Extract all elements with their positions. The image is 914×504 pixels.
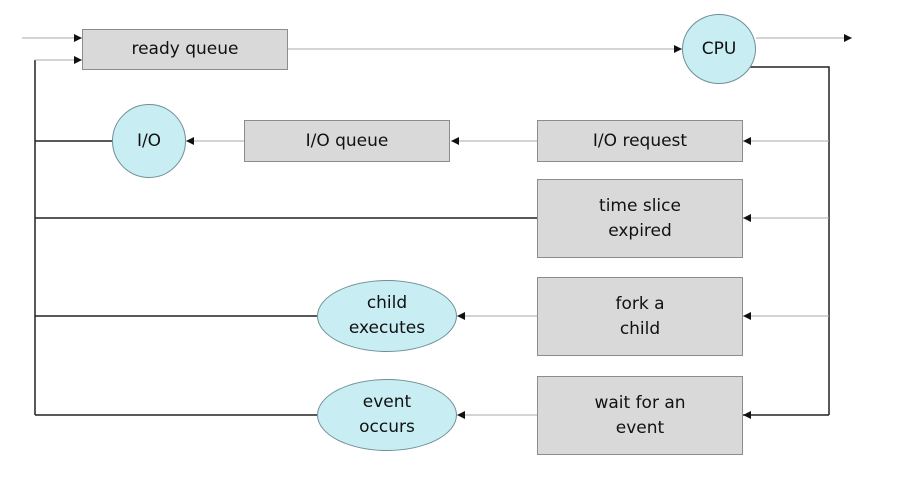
io-circle: I/O <box>112 104 186 178</box>
fork-a-child-box: fork a child <box>537 277 743 356</box>
cpu-circle: CPU <box>682 14 756 84</box>
ready-queue-box: ready queue <box>82 29 288 70</box>
child-executes-ellipse: child executes <box>317 280 457 352</box>
wait-for-event-box: wait for an event <box>537 376 743 455</box>
cpu-right-trunk <box>741 66 830 415</box>
io-queue-box: I/O queue <box>244 120 450 162</box>
event-occurs-ellipse: event occurs <box>317 379 457 451</box>
time-slice-expired-box: time slice expired <box>537 179 743 258</box>
io-request-box: I/O request <box>537 120 743 162</box>
